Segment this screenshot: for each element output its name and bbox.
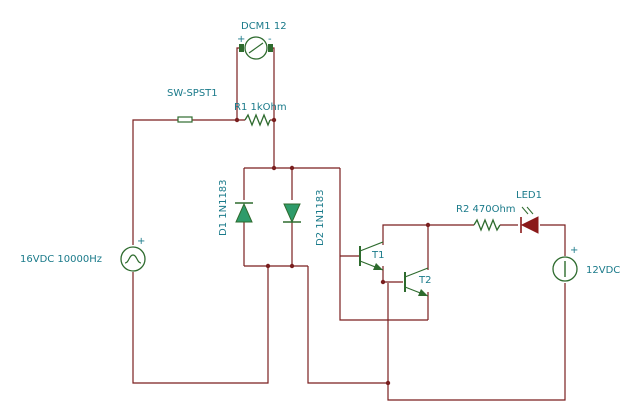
wires (132, 47, 566, 401)
ac-source-plus: + (137, 236, 145, 247)
led-label: LED1 (516, 190, 542, 201)
motor-symbol (239, 36, 273, 60)
t2-label: T2 (418, 275, 431, 286)
motor-minus: - (268, 34, 272, 45)
junction-dots (234, 117, 431, 386)
led-symbol (520, 206, 539, 234)
d1-label: D1 1N1183 (218, 179, 229, 236)
r1-label: R1 1kOhm (234, 102, 287, 113)
resistor-r1-symbol (244, 113, 271, 127)
t1-label: T1 (371, 250, 384, 261)
motor-label: DCM1 12 (241, 21, 287, 32)
r2-label: R2 470Ohm (456, 204, 516, 215)
switch-label: SW-SPST1 (167, 88, 218, 99)
transistor-t2-symbol (404, 267, 429, 297)
resistor-r2-symbol (473, 218, 501, 232)
diode-d1-symbol (235, 202, 253, 223)
dc-source-label: 12VDC (586, 265, 620, 276)
switch-symbol (177, 116, 193, 123)
ac-source-label: 16VDC 10000Hz (20, 254, 102, 265)
diode-d2-symbol (283, 203, 301, 224)
transistor-t1-symbol (359, 241, 384, 271)
ac-source-symbol (120, 246, 146, 272)
d2-label: D2 1N1183 (315, 189, 326, 246)
dc-source-plus: + (570, 245, 578, 256)
motor-plus: + (237, 34, 245, 45)
dc-source-symbol (552, 256, 578, 282)
